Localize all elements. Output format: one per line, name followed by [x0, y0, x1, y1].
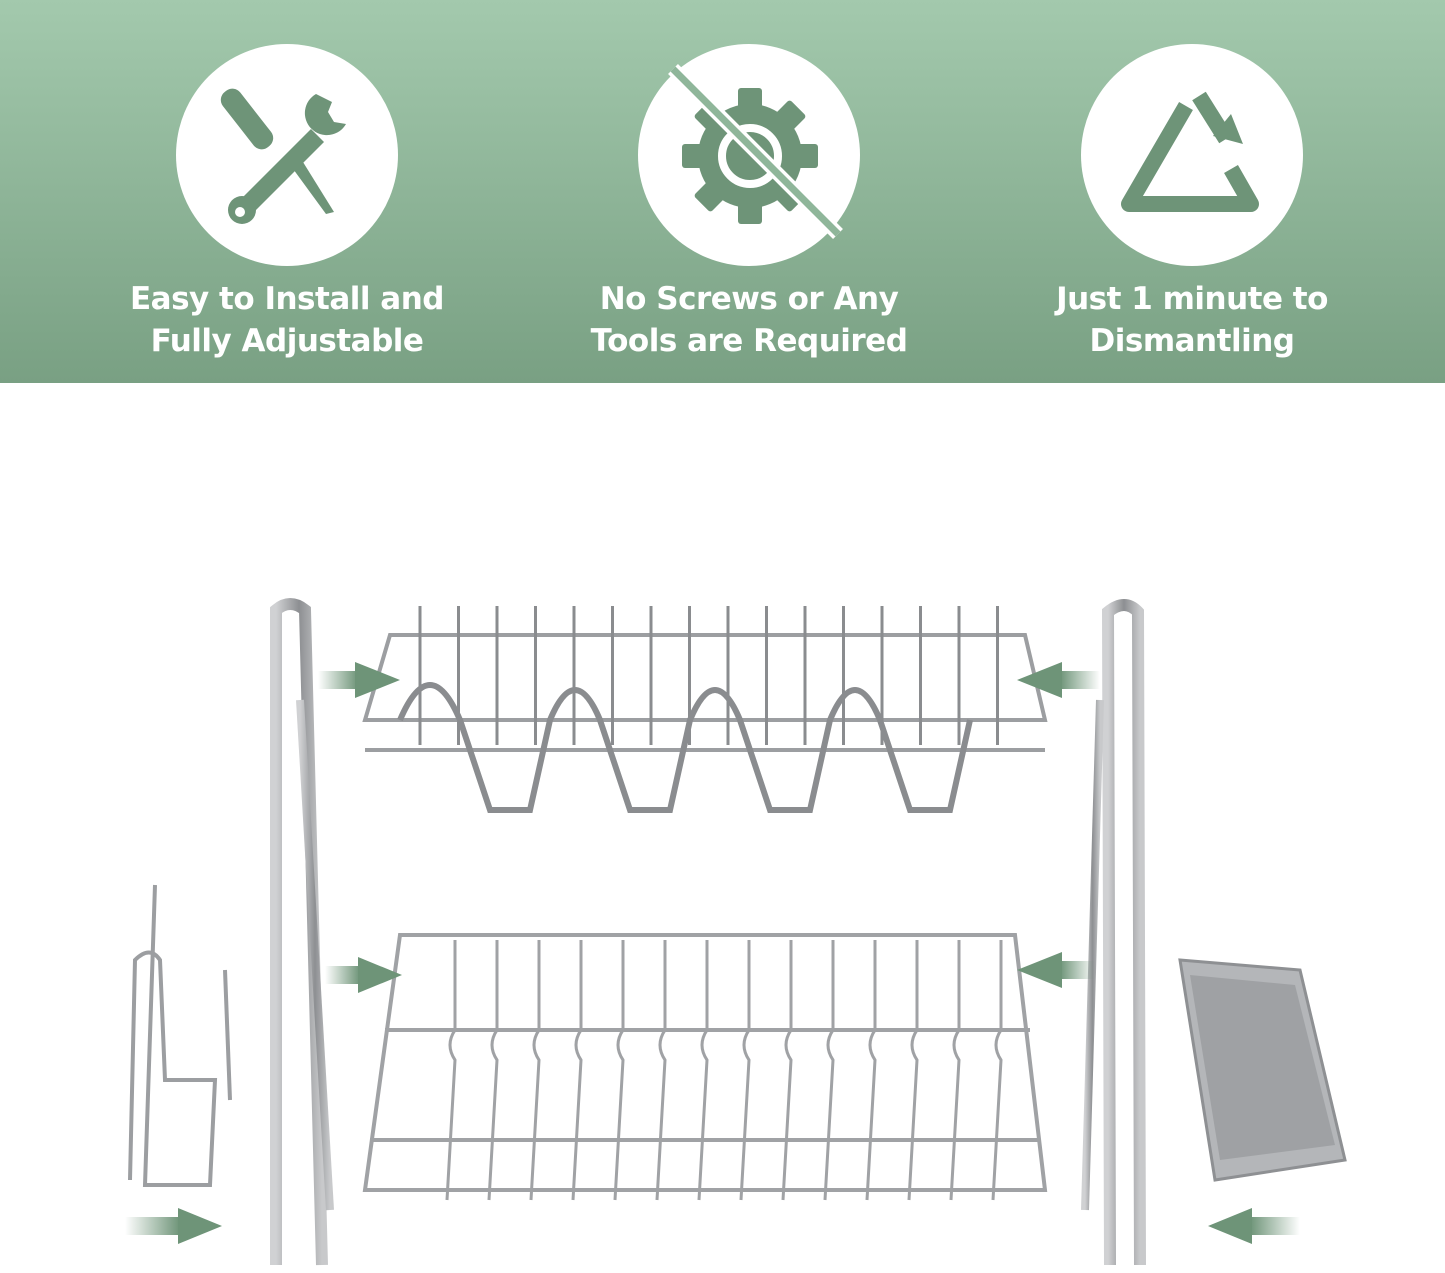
feature-icon-circle	[638, 44, 860, 266]
arrow-right-icon	[325, 957, 402, 993]
rack-wire	[823, 940, 835, 1201]
rack-wire	[613, 940, 625, 1201]
lower-dish-rack	[362, 933, 1048, 1192]
feature-easy-install: Easy to Install and Fully Adjustable	[67, 44, 507, 362]
feature-caption: No Screws or Any Tools are Required	[529, 278, 969, 362]
rack-wire	[487, 940, 499, 1201]
left-side-panel	[270, 598, 334, 1266]
right-side-panel	[1081, 599, 1146, 1266]
rack-wire	[529, 940, 541, 1201]
rack-wire	[655, 940, 667, 1201]
arrow-left-icon	[1017, 952, 1095, 988]
assembly-arrows	[125, 662, 1300, 1244]
upper-rack-wires	[418, 606, 999, 745]
lower-rack-wires	[445, 940, 1003, 1201]
arrow-left-icon	[1017, 662, 1100, 698]
rack-wire	[991, 940, 1003, 1201]
wrench-screwdriver-icon	[220, 88, 346, 224]
feature-caption: Easy to Install and Fully Adjustable	[67, 278, 507, 362]
utensil-holder	[1178, 958, 1347, 1182]
upper-dish-rack	[362, 633, 1048, 813]
caption-line: No Screws or Any	[599, 281, 899, 317]
caption-line: Tools are Required	[590, 323, 908, 359]
rack-wire	[949, 940, 961, 1201]
rack-wire	[571, 940, 583, 1201]
rack-wire	[739, 940, 751, 1201]
rack-wire	[865, 940, 877, 1201]
rack-wire	[781, 940, 793, 1201]
recycle-triangle-icon	[1121, 91, 1259, 212]
caption-line: Just 1 minute to	[1056, 281, 1328, 317]
feature-quick-dismantle: Just 1 minute to Dismantling	[972, 44, 1412, 362]
feature-icon-circle	[1081, 44, 1303, 266]
arrow-right-icon	[125, 1208, 222, 1244]
feature-caption: Just 1 minute to Dismantling	[972, 278, 1412, 362]
feature-no-tools: No Screws or Any Tools are Required	[529, 44, 969, 362]
caption-line: Dismantling	[1089, 323, 1295, 359]
no-gear-icon	[668, 64, 843, 239]
rack-wire	[445, 940, 457, 1201]
rack-wire	[697, 940, 709, 1201]
cutting-board-holder	[128, 884, 232, 1187]
features-banner: Easy to Install and Fully Adjustable	[0, 0, 1445, 383]
feature-icon-circle	[176, 44, 398, 266]
caption-line: Fully Adjustable	[150, 323, 424, 359]
arrow-right-icon	[318, 662, 400, 698]
caption-line: Easy to Install and	[130, 281, 444, 317]
arrow-left-icon	[1208, 1208, 1300, 1244]
dish-rack-exploded-view	[125, 598, 1347, 1266]
rack-wire	[907, 940, 919, 1201]
